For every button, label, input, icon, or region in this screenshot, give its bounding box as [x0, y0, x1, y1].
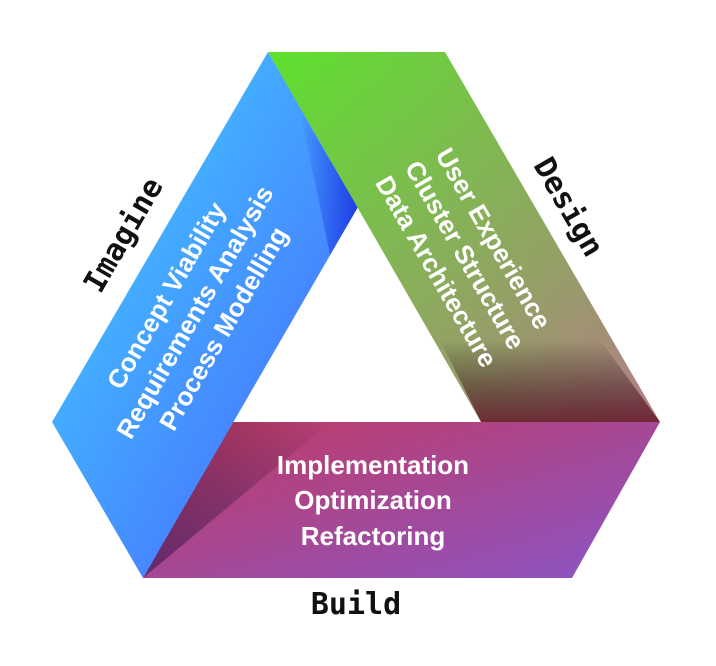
design-band-shadow — [440, 340, 660, 422]
build-band-items: Implementation Optimization Refactoring — [277, 450, 469, 551]
imagine-band — [52, 52, 358, 578]
build-item-implementation: Implementation — [277, 450, 469, 480]
build-band-shadow — [143, 422, 330, 578]
imagine-band-shadow — [300, 110, 358, 255]
phase-label-build: Build — [311, 587, 401, 622]
build-item-optimization: Optimization — [294, 485, 451, 515]
design-band — [268, 52, 660, 422]
build-item-refactoring: Refactoring — [301, 521, 445, 551]
